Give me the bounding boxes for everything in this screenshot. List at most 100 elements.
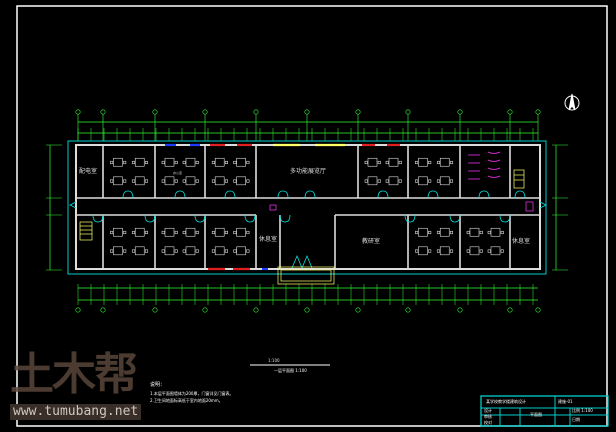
chair <box>385 160 389 165</box>
chair <box>195 160 199 165</box>
chair <box>224 160 228 165</box>
chair <box>398 179 402 183</box>
chair <box>428 249 432 253</box>
desk <box>185 246 196 256</box>
desk <box>113 246 123 256</box>
axis-bubble <box>100 307 106 313</box>
chair <box>415 160 419 165</box>
title-block-row-1: 设计 <box>484 408 492 413</box>
chair <box>398 160 402 165</box>
chair <box>224 249 228 253</box>
chair <box>224 230 228 235</box>
interior-walls <box>76 145 540 268</box>
axis-bubble <box>152 109 158 115</box>
chair <box>174 230 178 235</box>
door-swing <box>194 214 206 223</box>
chair <box>233 179 237 183</box>
chair <box>415 179 419 183</box>
desk <box>469 246 480 256</box>
door-swing <box>224 190 236 199</box>
chair <box>415 230 419 235</box>
desk <box>367 176 378 186</box>
title-block-project: 某学校教学楼建筑设计 <box>486 399 526 404</box>
axis-bubble <box>152 307 158 313</box>
exterior-wall <box>75 144 541 270</box>
classroom-label: 办公室 <box>173 171 183 175</box>
chair <box>123 230 127 235</box>
desk <box>134 157 145 167</box>
axis-bubble <box>355 307 361 313</box>
desk <box>164 227 175 237</box>
desk <box>185 176 196 186</box>
chair <box>110 179 114 183</box>
axis-bubble <box>457 307 463 313</box>
watermark-logo: 土木帮 <box>10 349 138 400</box>
axis-bubble <box>304 109 310 115</box>
chair <box>211 160 215 165</box>
axis-bubble <box>202 307 208 313</box>
chair <box>428 160 432 165</box>
axis-bubble <box>457 109 463 115</box>
axis-bubble <box>507 307 513 313</box>
chair <box>377 179 381 183</box>
chair <box>182 160 186 165</box>
chair <box>144 249 149 253</box>
desk <box>236 246 246 256</box>
chair <box>479 249 483 253</box>
chair <box>246 160 250 165</box>
room-label-power: 配电室 <box>79 168 98 175</box>
chair <box>415 249 419 253</box>
chair <box>500 230 504 235</box>
door-swing <box>244 214 256 223</box>
chair <box>161 249 165 253</box>
door-swing <box>144 214 156 223</box>
chair <box>131 249 136 253</box>
desk <box>134 176 145 186</box>
chair <box>449 179 454 183</box>
desk <box>418 157 428 167</box>
axis-bubble <box>75 109 81 115</box>
chair <box>144 230 149 235</box>
desk <box>185 227 196 237</box>
desk <box>439 176 450 186</box>
desk <box>236 176 246 186</box>
chair <box>195 249 199 253</box>
desk <box>439 227 450 237</box>
chair <box>449 230 454 235</box>
room-label-lounge-left: 休息室 <box>259 236 278 243</box>
chair <box>131 160 136 165</box>
chair <box>211 179 215 183</box>
desks <box>110 157 504 256</box>
door-swing <box>279 214 291 223</box>
windows <box>165 143 400 271</box>
axis-bubble <box>535 307 541 313</box>
chair <box>487 249 491 253</box>
stair-right <box>513 169 525 189</box>
building-outline <box>67 140 547 275</box>
desk <box>388 176 399 186</box>
chair <box>211 249 215 253</box>
title-block-row-3: 校对 <box>484 419 492 425</box>
chair <box>246 249 250 253</box>
desk <box>113 157 123 167</box>
chair <box>436 249 441 253</box>
chair <box>377 160 381 165</box>
chair <box>233 160 237 165</box>
title-block-row-2: 审核 <box>484 414 492 419</box>
door-swing <box>122 190 134 199</box>
desk <box>164 246 175 256</box>
chair <box>123 160 127 165</box>
chair <box>466 230 470 235</box>
axis-bubble <box>535 109 541 115</box>
chair <box>449 160 454 165</box>
door-swing <box>304 190 316 199</box>
chair <box>436 230 441 235</box>
door-swing <box>478 190 490 199</box>
desk <box>469 227 480 237</box>
chair <box>131 179 136 183</box>
axis-bubble <box>355 109 361 115</box>
door-swing <box>514 190 526 199</box>
chair <box>487 230 491 235</box>
drawing-frame <box>16 5 608 427</box>
